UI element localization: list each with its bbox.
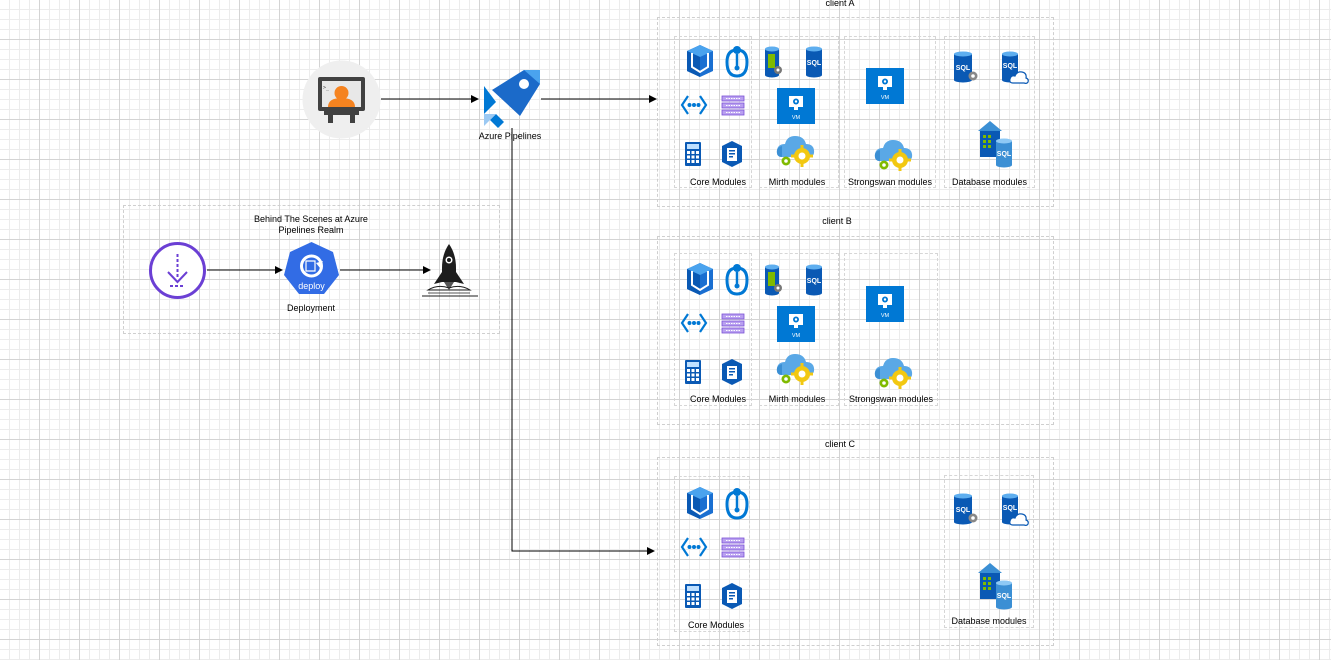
svg-text:VM: VM [881,95,890,101]
sql-cloud-icon: SQL [1002,51,1029,84]
client-a-mirth-group [759,36,839,188]
sql-database-icon: SQL [954,493,978,525]
client-a-mirth-label: Mirth modules [768,177,826,187]
rocket-launch [420,242,480,300]
svg-text:SQL: SQL [956,65,971,72]
svg-text:deploy: deploy [298,281,325,291]
sql-database-icon [765,46,782,78]
clipboard-icon [722,583,742,609]
svg-text:VM: VM [792,115,801,121]
api-management-icon [725,46,749,78]
cloud-gear-icon [776,354,815,385]
svg-text:SQL: SQL [807,278,822,285]
download-step[interactable] [148,241,207,300]
deploy-step[interactable]: deploy [283,241,340,298]
edge-pipelines-to-client-c [511,128,655,555]
svg-text:SQL: SQL [807,60,822,67]
ellipsis-brackets-icon [680,95,708,115]
svg-text:>_: >_ [323,85,330,91]
virtual-machine-icon: VM [866,68,904,104]
client-b-strongswan-label: Strongswan modules [848,394,934,404]
behind-the-scenes-group [123,205,500,334]
client-a-strongswan-group [844,36,936,188]
download-icon [149,242,206,299]
developer-workstation[interactable]: >_ [302,60,381,139]
svg-text:SQL: SQL [1003,505,1018,512]
client-c-core-label: Core Modules [687,620,745,630]
calculator-icon [685,360,701,384]
cloud-gear-icon [874,140,913,171]
client-a-title: client A [825,0,855,8]
sql-database-icon: SQL [954,51,978,83]
calculator-icon [685,584,701,608]
client-c-core-group [674,476,750,632]
client-a-database-group [944,36,1035,188]
cube-icon [687,263,713,295]
client-a-strongswan-label: Strongswan modules [847,177,933,187]
client-a-database-label: Database modules [951,177,1028,187]
client-c-group [657,457,1054,646]
storage-queue-icon [721,95,745,116]
svg-text:SQL: SQL [997,593,1012,600]
virtual-machine-icon: VM [866,286,904,322]
cloud-gear-icon [874,358,913,389]
datacenter-sql-icon: SQL [978,563,1012,610]
sql-server-icon: SQL [806,46,822,78]
developer-workstation-icon: >_ [302,60,381,139]
client-b-mirth-group [759,253,839,406]
azure-pipelines-label: Azure Pipelines [478,131,542,141]
virtual-machine-icon: VM [777,88,815,124]
storage-queue-icon [721,313,745,334]
cube-icon [687,45,713,77]
client-a-group [657,17,1054,207]
behind-the-scenes-title-line2: Pipelines Realm [278,225,344,235]
client-b-group [657,236,1054,425]
ellipsis-brackets-icon [680,313,708,333]
svg-text:SQL: SQL [997,151,1012,158]
calculator-icon [685,142,701,166]
api-management-icon [725,488,749,520]
client-b-core-group [674,253,752,406]
sql-server-icon: SQL [806,264,822,296]
sql-cloud-icon: SQL [1002,493,1029,526]
ellipsis-brackets-icon [680,537,708,557]
svg-text:SQL: SQL [956,507,971,514]
virtual-machine-icon: VM [777,306,815,342]
client-a-core-label: Core Modules [689,177,747,187]
client-c-database-group [944,475,1034,628]
azure-pipelines-icon [484,70,540,128]
client-b-title: client B [822,216,852,226]
client-c-database-label: Database modules [951,616,1027,626]
client-b-core-label: Core Modules [689,394,747,404]
clipboard-icon [722,359,742,385]
cloud-gear-icon [776,136,815,167]
cube-icon [687,487,713,519]
client-b-mirth-label: Mirth modules [768,394,826,404]
svg-text:SQL: SQL [1003,63,1018,70]
svg-text:VM: VM [792,333,801,339]
deploy-icon: deploy [284,242,339,294]
clipboard-icon [722,141,742,167]
datacenter-sql-icon: SQL [978,121,1012,168]
rocket-launch-icon [422,244,478,297]
deployment-label: Deployment [286,303,336,313]
svg-text:VM: VM [881,313,890,319]
behind-the-scenes-title-line1: Behind The Scenes at Azure [254,214,368,224]
api-management-icon [725,264,749,296]
client-b-strongswan-group [844,253,938,406]
storage-queue-icon [721,537,745,558]
sql-database-icon [765,264,782,296]
client-c-title: client C [824,439,855,449]
azure-pipelines[interactable] [480,68,542,130]
client-a-core-group [674,36,752,188]
